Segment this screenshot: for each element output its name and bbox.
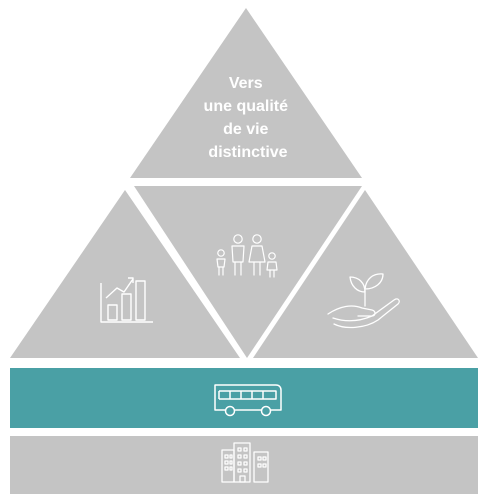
left-triangle xyxy=(10,190,240,358)
transport-band xyxy=(10,368,478,428)
title-line-3: de vie xyxy=(223,121,268,138)
top-triangle xyxy=(130,8,362,178)
growth-chart-icon xyxy=(100,277,153,323)
buildings-icon xyxy=(221,442,269,483)
title-line-1: Vers xyxy=(229,75,263,92)
title-line-4: distinctive xyxy=(208,144,287,161)
bus-icon xyxy=(214,384,282,417)
title-line-2: une qualité xyxy=(204,98,289,115)
plant-in-hand-icon xyxy=(327,273,400,329)
right-triangle xyxy=(253,190,478,358)
family-icon xyxy=(216,234,278,278)
center-inverted-triangle xyxy=(134,186,362,358)
top-triangle-title: Vers une qualité de vie distinctive xyxy=(204,75,293,161)
